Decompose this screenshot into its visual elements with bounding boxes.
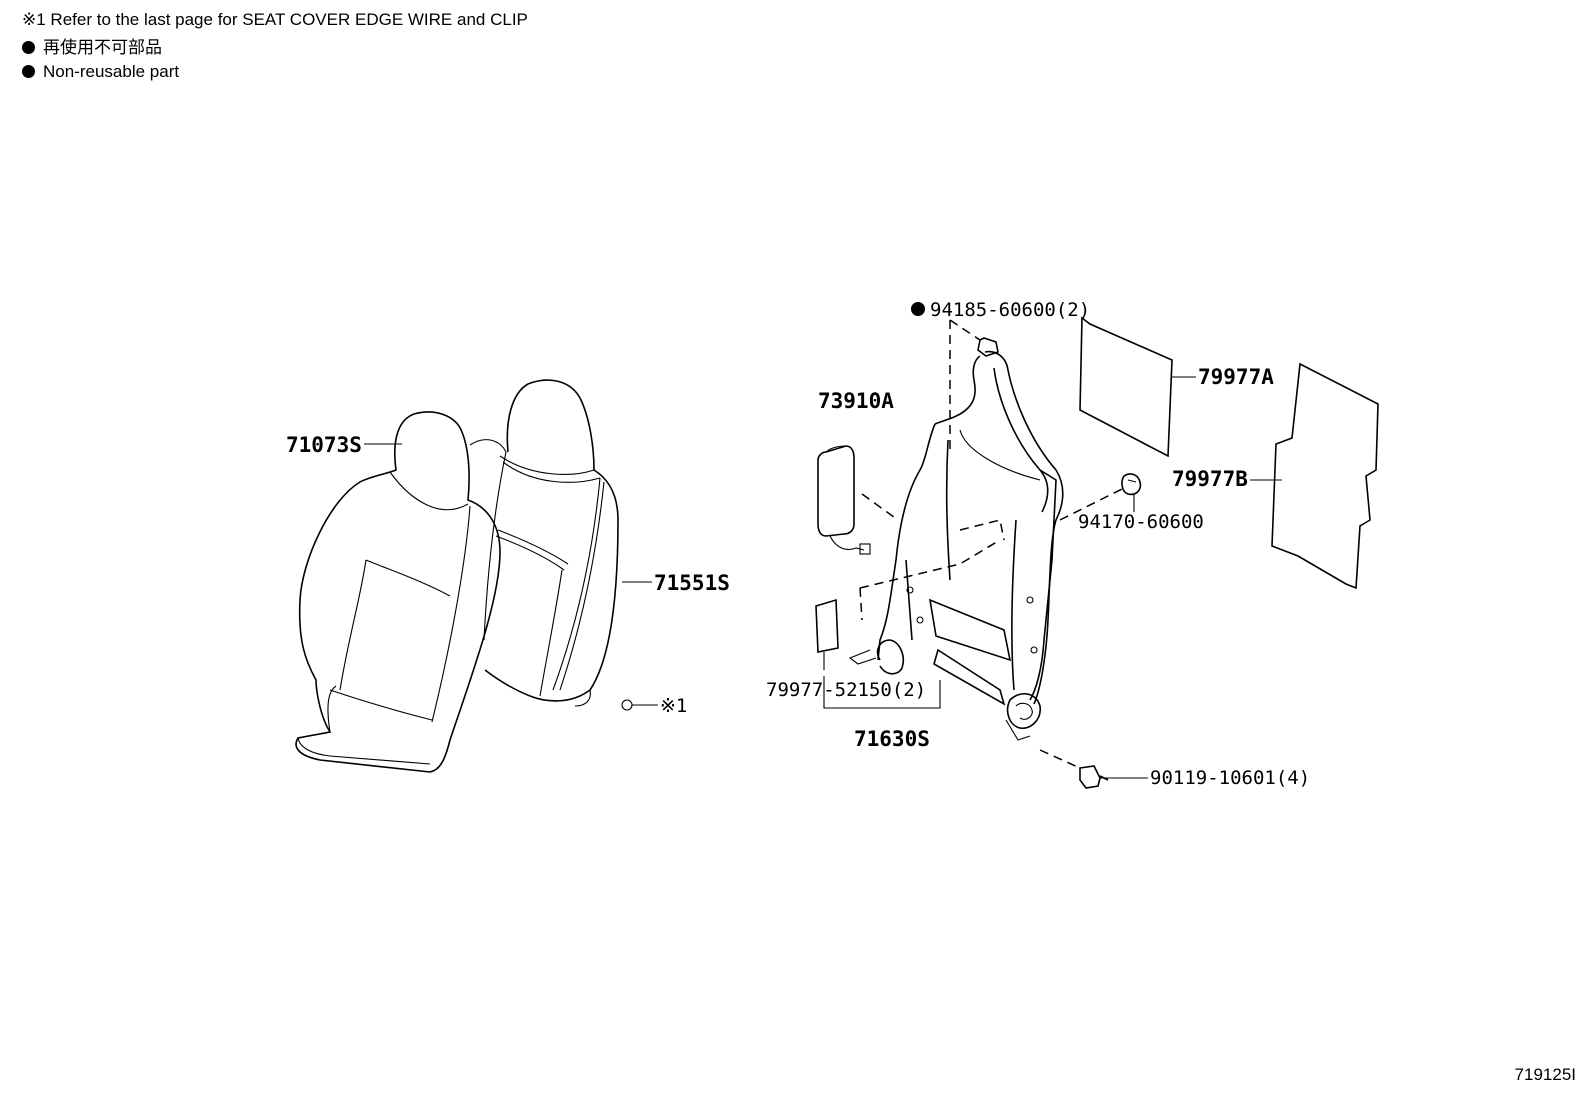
seat-pad-small	[815, 598, 839, 653]
clip-ring-icon	[621, 699, 633, 711]
label-90119-10601: 90119-10601(4)	[1150, 767, 1310, 789]
label-ref1: ※1	[660, 695, 687, 717]
seat-back-panel	[1271, 362, 1379, 590]
note-nonreusable-jp: 再使用不可部品	[22, 38, 162, 58]
note-reference: ※1 Refer to the last page for SEAT COVER…	[22, 10, 528, 29]
seat-back-cover-front	[295, 411, 501, 773]
label-79977-52150: 79977-52150(2)	[766, 679, 926, 701]
dash-line	[859, 539, 1001, 589]
dash-line	[1059, 487, 1125, 521]
side-airbag-assembly	[817, 445, 871, 555]
note-nonreusable-en-text: Non-reusable part	[43, 62, 180, 81]
note-nonreusable-en: Non-reusable part	[22, 62, 179, 82]
non-reusable-dot-icon	[911, 302, 925, 316]
dash-line	[959, 519, 1005, 541]
seat-back-frame	[848, 350, 1064, 741]
label-94185-60600: 94185-60600(2)	[930, 299, 1090, 321]
label-79977A: 79977A	[1198, 365, 1274, 389]
non-reusable-dot-icon	[22, 41, 35, 54]
label-71630S: 71630S	[854, 727, 930, 751]
label-94170-60600: 94170-60600	[1078, 511, 1204, 533]
seat-back-cover-rear	[469, 379, 619, 707]
bolt-icon	[1079, 765, 1109, 789]
label-71073S: 71073S	[286, 433, 362, 457]
label-71551S: 71551S	[654, 571, 730, 595]
label-79977B: 79977B	[1172, 467, 1248, 491]
seat-pad-upper-edge	[1089, 323, 1173, 361]
note-nonreusable-jp-text: 再使用不可部品	[43, 38, 162, 57]
dash-line	[861, 493, 899, 521]
dash-line	[949, 319, 981, 341]
diagram-reference-number: 719125I	[1514, 1065, 1576, 1084]
leader-71630S	[823, 676, 941, 709]
clip-icon	[1121, 473, 1142, 496]
dash-line	[859, 587, 863, 621]
dash-line	[1039, 749, 1081, 769]
label-73910A: 73910A	[818, 389, 894, 413]
non-reusable-dot-icon	[22, 65, 35, 78]
seat-pad-upper	[1079, 316, 1173, 458]
nut-icon	[977, 337, 999, 357]
